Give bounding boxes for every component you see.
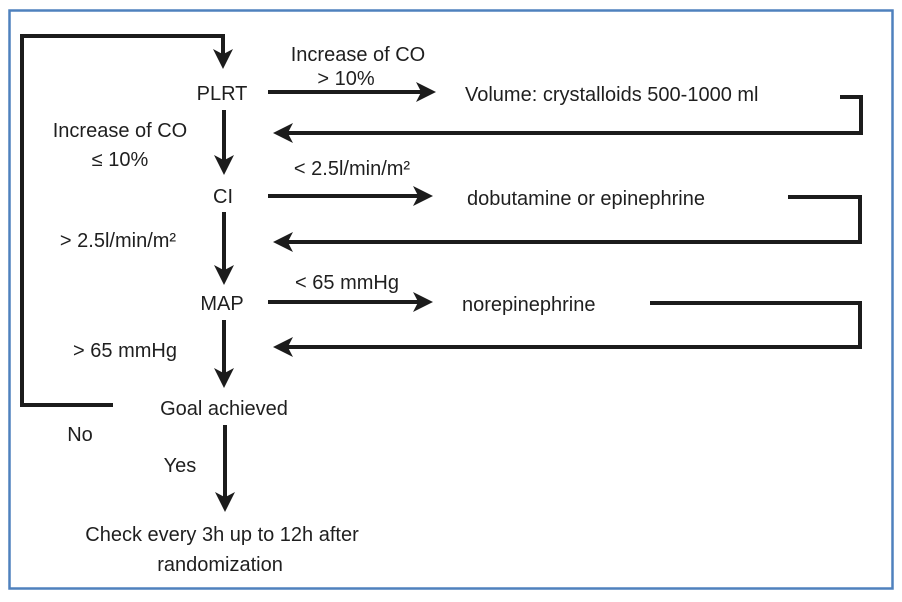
node-plrt: PLRT (197, 83, 248, 105)
treatment-dobutamine-epinephrine: dobutamine or epinephrine (467, 188, 705, 210)
label-map-low: < 65 mmHg (295, 272, 399, 294)
dobutamine-return-arrow (273, 195, 862, 252)
treatment-norepinephrine: norepinephrine (462, 294, 595, 316)
flowchart-edges (20, 34, 863, 512)
node-followup-line1: Check every 3h up to 12h after (85, 524, 359, 546)
label-no-increase-co-line2: ≤ 10% (92, 149, 149, 171)
label-increase-co-line1: Increase of CO (291, 44, 426, 66)
node-followup-line2: randomization (157, 554, 283, 576)
label-yes: Yes (164, 455, 197, 477)
label-ci-normal: > 2.5l/min/m² (60, 230, 176, 252)
norepinephrine-return-arrow (273, 301, 862, 357)
volume-return-arrow (273, 95, 863, 143)
label-no: No (67, 424, 93, 446)
flowchart-nodes: PLRT CI MAP Goal achieved Check every 3h… (85, 83, 359, 576)
node-map: MAP (200, 293, 243, 315)
node-ci: CI (213, 186, 233, 208)
flowchart-treatments: Volume: crystalloids 500-1000 ml dobutam… (462, 84, 758, 316)
diagram-frame (8, 9, 894, 590)
label-ci-low: < 2.5l/min/m² (294, 158, 410, 180)
flowchart-edge-labels: Increase of CO > 10% Increase of CO ≤ 10… (53, 44, 426, 477)
label-increase-co-line2: > 10% (317, 68, 374, 90)
label-map-normal: > 65 mmHg (73, 340, 177, 362)
no-loop-arrow (20, 34, 233, 407)
label-no-increase-co-line1: Increase of CO (53, 120, 188, 142)
node-goal-achieved: Goal achieved (160, 398, 288, 420)
treatment-volume: Volume: crystalloids 500-1000 ml (465, 84, 758, 106)
